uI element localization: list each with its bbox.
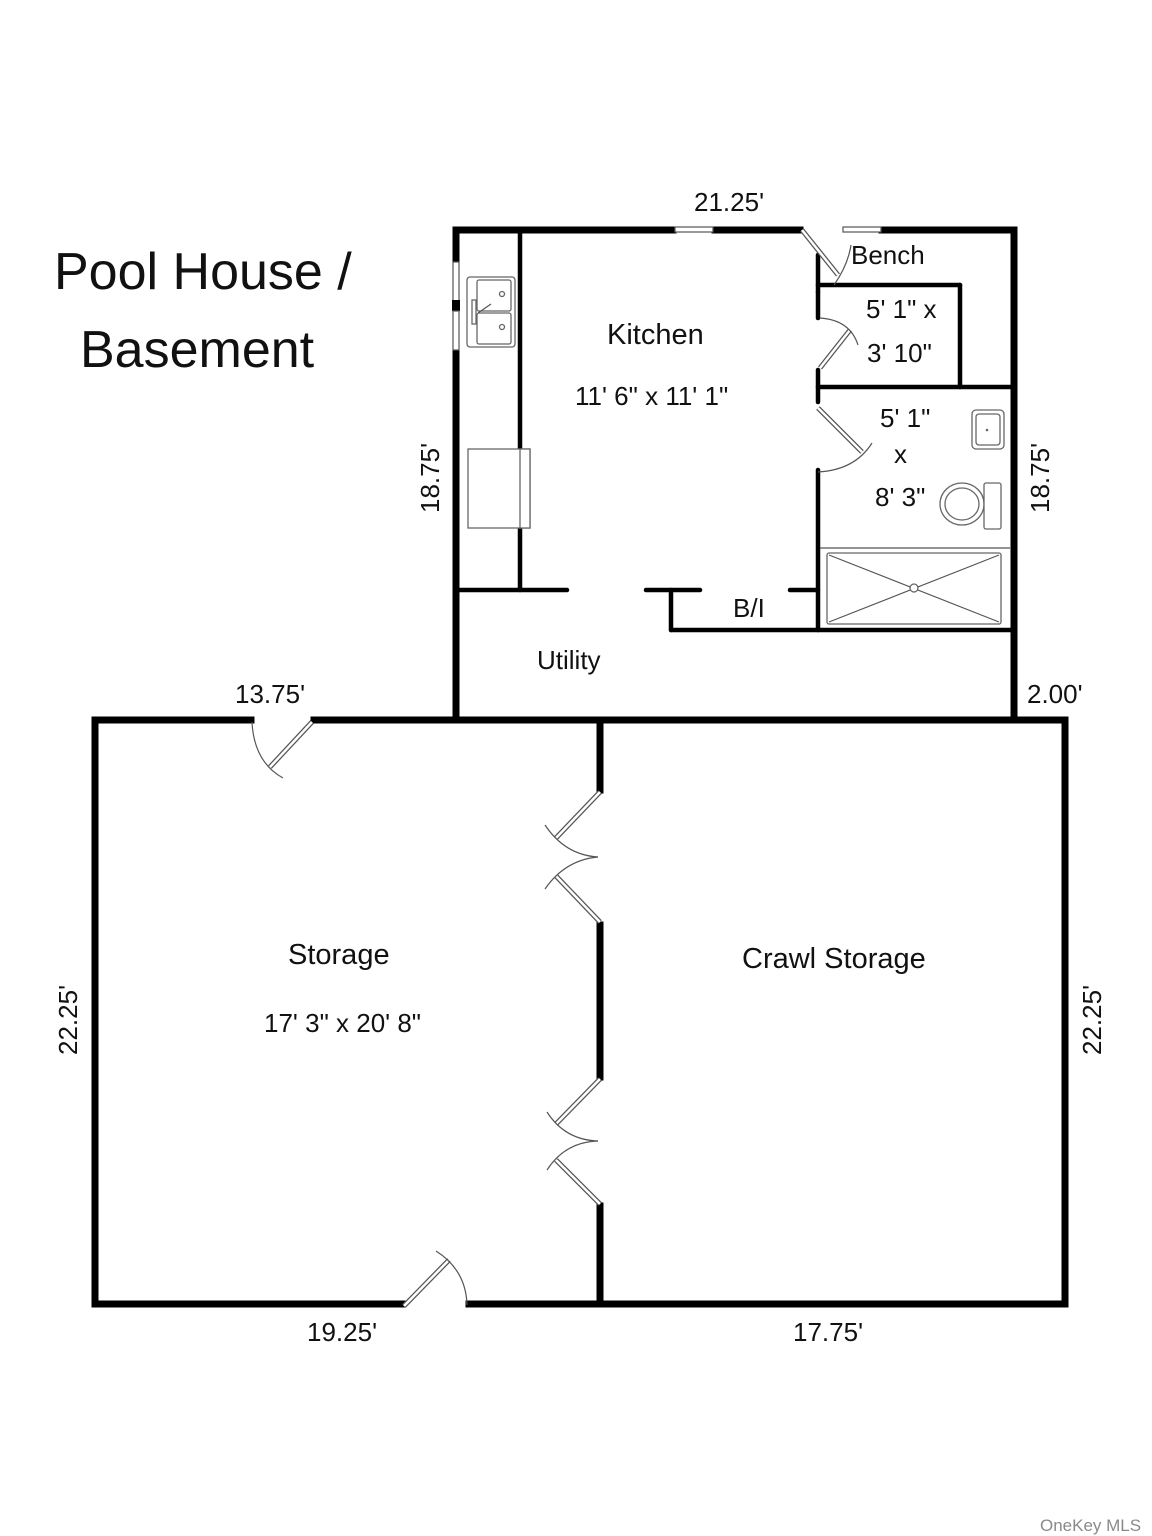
room-size-closet-line1: 5' 1" x <box>866 294 937 324</box>
double-door-icon <box>546 1077 602 1206</box>
plan-title-line2: Basement <box>80 321 315 379</box>
door-icon <box>402 1250 468 1308</box>
room-size-bath-line1: 5' 1" <box>880 403 930 433</box>
room-size-storage: 17' 3" x 20' 8" <box>264 1008 421 1038</box>
room-label-crawl-storage: Crawl Storage <box>742 943 926 975</box>
double-sink-icon <box>466 276 516 348</box>
room-label-kitchen: Kitchen <box>607 319 704 351</box>
toilet-icon <box>939 482 1002 530</box>
room-label-built-in: B/I <box>733 593 765 623</box>
room-label-utility: Utility <box>537 645 601 675</box>
plan-title-line1: Pool House / <box>54 243 352 301</box>
room-label-storage: Storage <box>288 939 390 971</box>
dimension-right-upper: 18.75' <box>1025 443 1055 513</box>
dimension-left-upper: 18.75' <box>415 443 445 513</box>
dimension-bottom-right: 17.75' <box>793 1317 863 1347</box>
dimension-step-right: 2.00' <box>1027 679 1083 709</box>
room-size-bath-line3: 8' 3" <box>875 482 925 512</box>
door-icon <box>818 317 859 370</box>
dimension-bottom-left: 19.25' <box>307 1317 377 1347</box>
room-size-closet-line2: 3' 10" <box>867 338 932 368</box>
window-icon <box>674 226 882 233</box>
upper-exterior-walls <box>452 226 1018 722</box>
lower-exterior-walls <box>91 716 1069 1308</box>
door-icon <box>816 406 873 473</box>
room-label-bench: Bench <box>851 240 925 270</box>
room-size-kitchen: 11' 6" x 11' 1" <box>575 381 728 411</box>
shower-icon <box>820 547 1010 625</box>
watermark: OneKey MLS <box>1040 1516 1141 1535</box>
dimension-top-upper: 21.25' <box>694 187 764 217</box>
window-icon <box>452 261 460 351</box>
dimension-right-lower: 22.25' <box>1077 985 1107 1055</box>
range-icon <box>467 448 531 529</box>
door-icon <box>251 720 314 779</box>
dimension-top-left-lower: 13.75' <box>235 679 305 709</box>
bathroom-sink-icon <box>971 409 1005 450</box>
upper-interior-walls <box>455 229 1015 633</box>
door-icon <box>800 228 852 286</box>
double-door-icon <box>544 790 602 924</box>
room-size-bath-line2: x <box>894 439 907 469</box>
dimension-left-lower: 22.25' <box>53 985 83 1055</box>
